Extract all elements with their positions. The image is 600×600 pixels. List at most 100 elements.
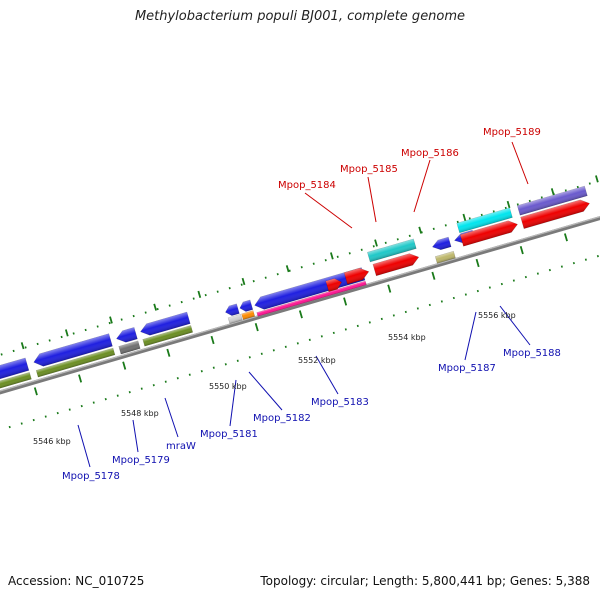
gene-label-mpop-5182[interactable]: Mpop_5182 — [253, 413, 311, 424]
scale-tick — [563, 233, 568, 242]
leader-line — [315, 355, 339, 395]
gene-arrow-mpop-5189-shade — [460, 220, 518, 247]
track-dot — [32, 418, 35, 422]
gene-bar-shade — [517, 186, 588, 216]
track-dot — [536, 272, 539, 275]
leader-line — [367, 176, 377, 223]
gene-bar-mraw-shade — [142, 325, 193, 347]
leader-line — [464, 311, 477, 361]
gene-arrow-shade — [33, 333, 113, 367]
dotted-track-lines — [0, 182, 599, 429]
track-dot — [180, 300, 183, 304]
gene-label-mpop-5178[interactable]: Mpop_5178 — [62, 471, 120, 482]
gene-label-mpop-5181[interactable]: Mpop_5181 — [200, 429, 258, 440]
track-dot — [564, 189, 567, 192]
track-dot — [464, 293, 467, 296]
track-dot — [144, 311, 147, 314]
track-dot — [248, 356, 251, 359]
scale-tick — [153, 303, 157, 311]
gene-bar-mpop-5182-shade — [241, 310, 255, 320]
track-dot — [348, 252, 351, 255]
track-dot — [584, 258, 587, 261]
scale-tick — [254, 323, 259, 332]
leader-line — [248, 371, 283, 411]
track-dot — [440, 300, 443, 303]
leader-line — [413, 159, 431, 213]
gene-label-mpop-5189[interactable]: Mpop_5189 — [483, 127, 541, 138]
track-dot — [8, 425, 11, 429]
track-dot — [344, 328, 347, 331]
gene-label-mpop-5179[interactable]: Mpop_5179 — [112, 455, 170, 466]
accession-text: Accession: NC_010725 — [8, 574, 145, 588]
track-dot — [228, 286, 231, 290]
scale-tick — [374, 239, 378, 247]
track-dot — [60, 335, 63, 339]
leader-line — [132, 419, 139, 453]
track-dot — [0, 353, 3, 356]
gene-features — [0, 185, 590, 401]
scale-tick — [78, 374, 83, 383]
track-dot — [588, 182, 591, 185]
gene-arrow-shade — [520, 199, 590, 229]
track-dot — [332, 331, 335, 335]
leader-line — [77, 424, 91, 468]
track-dot — [56, 411, 59, 415]
gene-label-mpop-5183[interactable]: Mpop_5183 — [311, 397, 369, 408]
track-dot — [200, 370, 203, 373]
track-dot — [428, 303, 431, 307]
track-dot — [176, 377, 179, 380]
track-dot — [300, 266, 303, 269]
track-dot — [596, 254, 599, 258]
scale-label-5548: 5548 kbp — [121, 409, 159, 418]
track-dot — [108, 321, 111, 325]
gene-label-mpop-5185[interactable]: Mpop_5185 — [340, 164, 398, 175]
scale-label-5552: 5552 kbp — [298, 356, 336, 365]
gene-label-mpop-5188[interactable]: Mpop_5188 — [503, 348, 561, 359]
scale-label-5546: 5546 kbp — [33, 437, 71, 446]
track-dot — [132, 314, 135, 318]
gene-bar-mpop-5179-shade — [118, 340, 141, 355]
track-dot — [416, 307, 419, 310]
gene-label-mpop-5184[interactable]: Mpop_5184 — [278, 180, 336, 191]
track-dot — [48, 339, 51, 342]
leader-line — [304, 192, 353, 229]
track-dot — [252, 279, 255, 283]
gene-label-mraw[interactable]: mraW — [166, 441, 196, 452]
track-dot — [116, 394, 119, 397]
track-dot — [68, 408, 71, 411]
map-title: Methylobacterium populi BJ001, complete … — [134, 9, 466, 24]
scale-tick — [595, 175, 599, 183]
scale-label-5554: 5554 kbp — [388, 333, 426, 342]
track-dot — [492, 210, 495, 213]
leader-line — [499, 305, 531, 346]
gene-arrow-mpop-5186-shade — [372, 253, 419, 276]
gene-label-mpop-5186[interactable]: Mpop_5186 — [401, 148, 459, 159]
track-dot — [152, 383, 155, 387]
track-dot — [80, 404, 83, 408]
track-dot — [308, 338, 311, 342]
track-dot — [20, 422, 23, 425]
track-dot — [284, 345, 287, 349]
track-dot — [372, 245, 375, 248]
track-dot — [360, 248, 363, 251]
track-dot — [540, 196, 543, 199]
track-dot — [224, 363, 227, 366]
track-dot — [432, 227, 435, 231]
track-dot — [192, 297, 195, 300]
leader-line — [511, 141, 529, 185]
scale-tick — [475, 258, 480, 268]
track-dot — [204, 293, 207, 297]
gene-bar-shade — [0, 372, 32, 401]
track-dot — [548, 268, 551, 272]
gene-label-mpop-5187[interactable]: Mpop_5187 — [438, 363, 496, 374]
gene-arrow-shade — [116, 327, 138, 343]
track-dot — [324, 259, 327, 262]
track-dot — [236, 359, 239, 362]
scale-tick — [33, 387, 38, 396]
scale-tick — [298, 310, 303, 319]
scale-tick — [20, 342, 25, 350]
track-dot — [36, 342, 39, 346]
track-dot — [524, 275, 527, 279]
scale-tick — [122, 361, 127, 370]
track-dot — [104, 397, 107, 401]
